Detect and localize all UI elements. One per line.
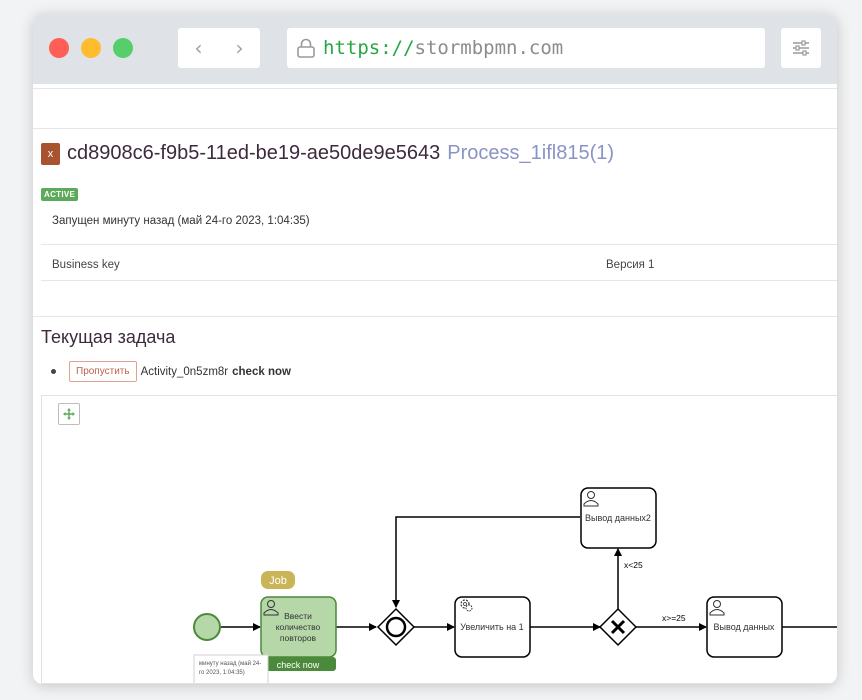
address-bar[interactable]: https://stormbpmn.com bbox=[287, 28, 765, 68]
url-host: stormbpmn.com bbox=[414, 37, 564, 59]
lock-icon bbox=[295, 37, 317, 59]
check-now-bar-label: check now bbox=[277, 660, 320, 670]
process-name-link[interactable]: Process_1ifl815(1) bbox=[447, 142, 615, 164]
condition-label: x<25 bbox=[624, 560, 643, 570]
business-key-label: Business key bbox=[52, 259, 120, 271]
user-icon bbox=[263, 600, 279, 616]
user-icon bbox=[583, 491, 599, 507]
list-item: Пропустить Activity_0n5zm8r check now bbox=[51, 361, 291, 382]
task-label-line: количество bbox=[276, 622, 321, 632]
started-text: Запущен минуту назад (май 24-го 2023, 1:… bbox=[52, 215, 310, 227]
settings-button[interactable] bbox=[781, 28, 821, 68]
timestamp-tooltip bbox=[193, 654, 269, 683]
task-output[interactable] bbox=[706, 596, 783, 658]
job-badge bbox=[261, 571, 295, 589]
status-badge: ACTIVE bbox=[41, 188, 79, 201]
move-icon bbox=[63, 408, 75, 420]
user-icon bbox=[709, 600, 725, 616]
task-label-line: Ввести bbox=[284, 611, 312, 621]
task-label-line: повторов bbox=[280, 633, 317, 643]
url-scheme: https:// bbox=[323, 37, 415, 59]
check-now-bar[interactable] bbox=[261, 657, 336, 671]
sequence-flow bbox=[392, 516, 580, 608]
inclusive-gateway[interactable] bbox=[376, 607, 416, 647]
divider bbox=[33, 88, 837, 89]
task-increment[interactable] bbox=[454, 596, 531, 658]
gateway-circle-marker bbox=[385, 616, 407, 638]
version-label: Версия 1 bbox=[606, 259, 655, 271]
browser-toolbar: ‹ › https://stormbpmn.com bbox=[33, 14, 837, 84]
start-event[interactable] bbox=[193, 613, 221, 641]
divider bbox=[41, 280, 837, 281]
chevron-right-icon: › bbox=[235, 36, 244, 60]
chevron-left-icon: ‹ bbox=[194, 36, 203, 60]
nav-buttons: ‹ › bbox=[178, 28, 260, 68]
bullet bbox=[51, 369, 56, 374]
divider bbox=[33, 128, 837, 129]
task-label: Вывод данных bbox=[714, 622, 775, 632]
divider bbox=[41, 244, 837, 245]
close-instance-badge[interactable]: x bbox=[41, 142, 60, 165]
gear-icon bbox=[460, 599, 473, 612]
page-content: x cd8908c6-f9b5-11ed-be19-ae50de9e5643 P… bbox=[33, 84, 837, 684]
job-badge-label: Job bbox=[269, 575, 287, 587]
sliders-icon bbox=[793, 40, 809, 56]
browser-window: ‹ › https://stormbpmn.com x cd8908c6-f9b… bbox=[33, 14, 837, 684]
gateway-x-marker bbox=[610, 619, 626, 635]
task-label: Увеличить на 1 bbox=[460, 622, 523, 632]
url-text: https://stormbpmn.com bbox=[323, 37, 563, 59]
divider bbox=[33, 316, 837, 317]
close-window-button[interactable] bbox=[49, 38, 69, 58]
bpmn-diagram[interactable]: x<25 x>=25 Job Ввести количество повторо… bbox=[41, 395, 837, 684]
page-title: x cd8908c6-f9b5-11ed-be19-ae50de9e5643 P… bbox=[41, 142, 614, 165]
move-canvas-button[interactable] bbox=[58, 403, 80, 425]
skip-button[interactable]: Пропустить bbox=[69, 361, 137, 382]
maximize-window-button[interactable] bbox=[113, 38, 133, 58]
bpmn-canvas: x<25 x>=25 Job Ввести количество повторо… bbox=[193, 487, 837, 683]
tooltip-line: минуту назад (май 24- bbox=[199, 660, 261, 667]
tooltip-line: го 2023, 1:04:35) bbox=[199, 670, 245, 676]
forward-button[interactable]: › bbox=[219, 28, 260, 68]
task-output2[interactable] bbox=[580, 487, 657, 549]
task-label: Вывод данных2 bbox=[585, 513, 651, 523]
instance-id: cd8908c6-f9b5-11ed-be19-ae50de9e5643 bbox=[67, 142, 441, 164]
current-task-title: Текущая задача bbox=[41, 327, 176, 347]
activity-id: Activity_0n5zm8r bbox=[140, 365, 229, 378]
minimize-window-button[interactable] bbox=[81, 38, 101, 58]
back-button[interactable]: ‹ bbox=[178, 28, 219, 68]
condition-label: x>=25 bbox=[662, 613, 686, 623]
check-now-link[interactable]: check now bbox=[232, 365, 291, 378]
